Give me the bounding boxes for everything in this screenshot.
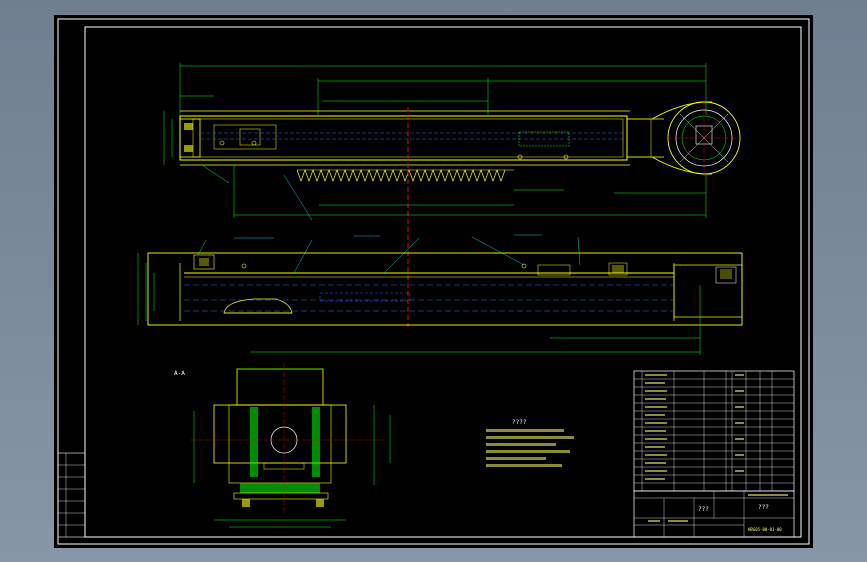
top-view: [163, 63, 742, 221]
section-label: A-A: [174, 370, 185, 377]
technical-notes: ????: [486, 419, 574, 467]
drawing-number: HBG05-00-01-00: [748, 527, 782, 532]
title-block-name-right: ???: [758, 504, 769, 511]
middle-view: [137, 234, 743, 355]
section-view: A-A: [174, 363, 391, 528]
inner-frame: [84, 26, 802, 538]
outer-frame: [57, 18, 810, 545]
title-block: ??? ??? HBG05-00-01-00: [633, 490, 795, 538]
parts-list: [633, 370, 795, 492]
drawing-sheet: A-A: [54, 15, 813, 548]
drawing-canvas: A-A: [57, 18, 810, 545]
title-block-name: ???: [698, 506, 709, 513]
notes-title: ????: [512, 419, 527, 426]
revision-strip: [57, 452, 86, 538]
